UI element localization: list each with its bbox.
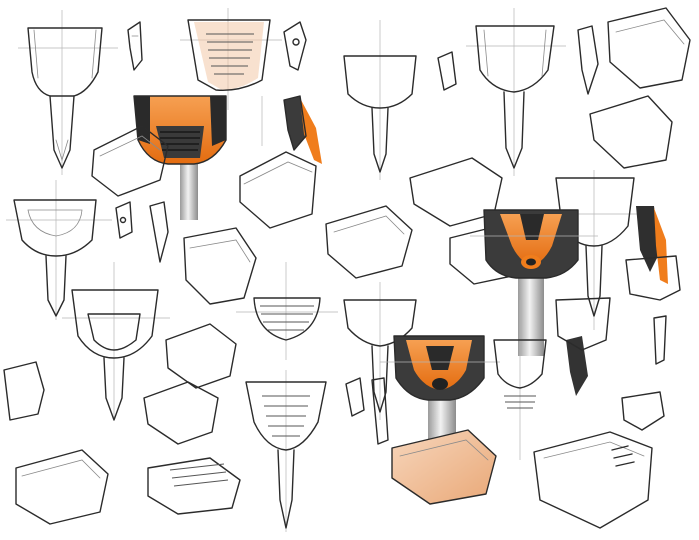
sketch-front-view-8 <box>466 8 566 176</box>
sketch-cartridge-3q-3 <box>183 227 257 305</box>
sketch-cartridge-3q-6 <box>589 7 691 169</box>
sketch-cartridge-3q-4 <box>165 323 237 389</box>
render-orange-side-1 <box>261 95 322 164</box>
sketch-clip-3 <box>437 25 599 95</box>
render-orange-head-1 <box>133 95 227 220</box>
render-orange-head-3 <box>380 335 500 448</box>
sketch-clip-4 <box>345 377 389 445</box>
sketch-clip-2 <box>115 201 169 263</box>
sketch-front-view-4 <box>62 262 170 421</box>
sketch-front-view-7 <box>343 20 417 180</box>
render-peach-cartridge <box>391 429 497 505</box>
sketch-front-view-10 <box>343 282 417 420</box>
render-orange-side-2 <box>625 206 681 301</box>
render-orange-side-3 <box>555 297 667 396</box>
sketch-cartridge-3q-2 <box>239 151 317 229</box>
sketch-cartridge-3q-5 <box>3 361 241 525</box>
sketch-cartridge-3q-1 <box>91 125 169 197</box>
sketch-front-view-2 <box>180 8 282 110</box>
sketch-front-view-11 <box>493 300 547 460</box>
sketch-front-view-5 <box>236 262 338 360</box>
sketch-front-view-1 <box>18 10 118 175</box>
sketch-front-view-6 <box>245 370 327 532</box>
sketch-front-view-3 <box>6 180 112 320</box>
sketch-side-profile-1 <box>127 21 143 71</box>
render-orange-head-2 <box>470 209 598 356</box>
sketch-clip-1 <box>283 21 307 71</box>
sketch-cartridge-3q-8 <box>533 391 665 529</box>
